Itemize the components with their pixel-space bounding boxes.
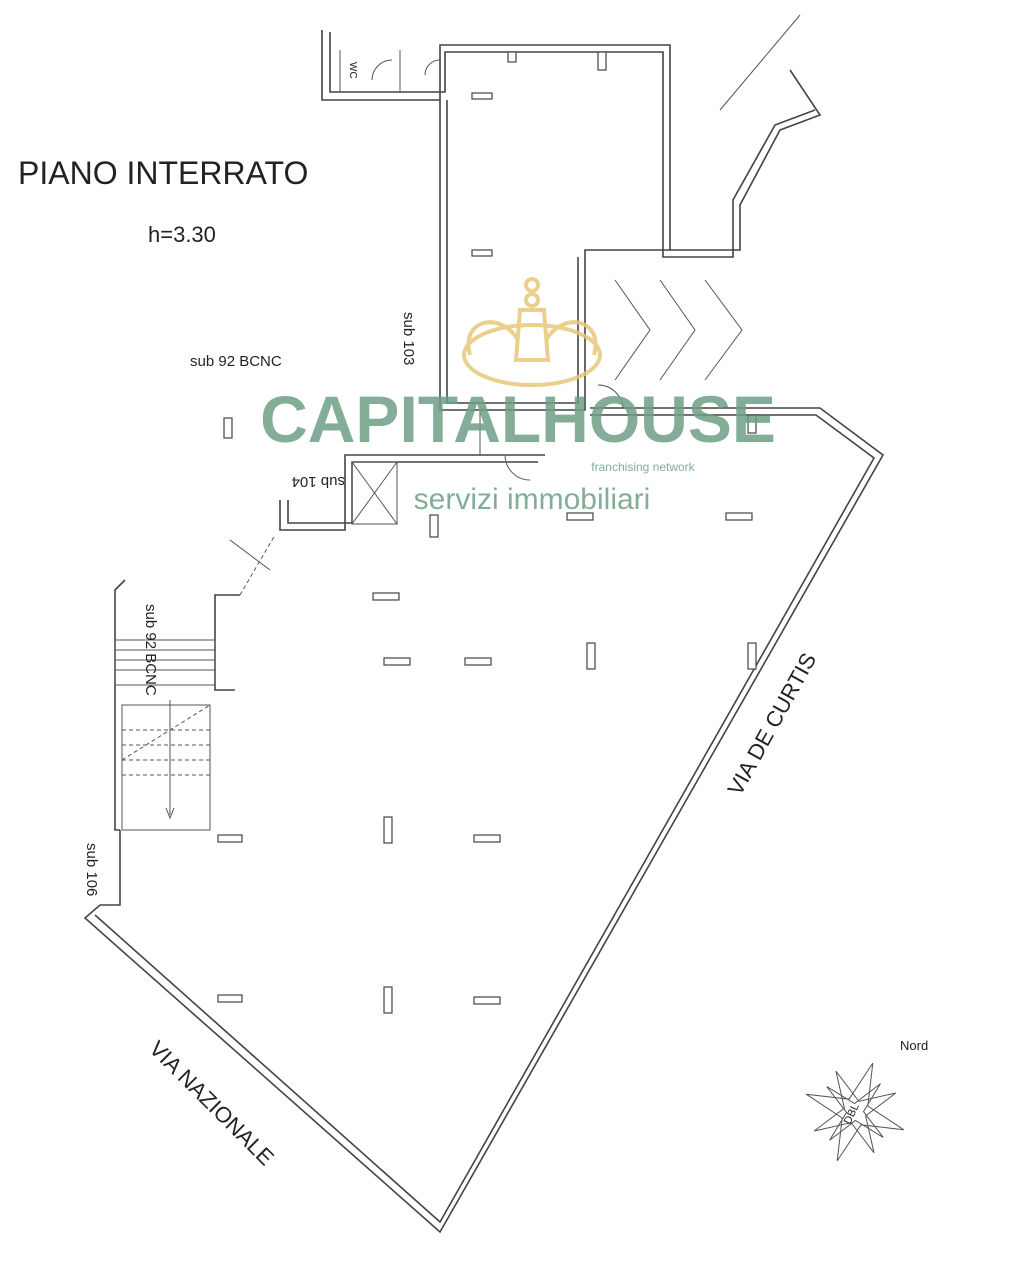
upper-room-walls — [321, 14, 822, 411]
plan-height: h=3.30 — [148, 222, 216, 247]
label-sub106: sub 106 — [83, 843, 100, 896]
watermark-subtitle: servizi immobiliari — [414, 483, 651, 516]
watermark-tagline: franchising network — [591, 460, 695, 474]
label-sub104: sub 104 — [292, 473, 345, 490]
street-via-nazionale: VIA NAZIONALE — [144, 1036, 278, 1170]
label-sub103: sub 103 — [400, 312, 417, 365]
plan-title: PIANO INTERRATO — [18, 155, 308, 191]
pillars — [217, 51, 757, 1014]
street-via-de-curtis: VIA DE CURTIS — [723, 649, 822, 800]
ramp-arrows — [597, 279, 743, 409]
watermark-brand: CAPITALHOUSE — [260, 382, 776, 456]
compass-north-label: Nord — [900, 1038, 928, 1053]
main-room-walls — [83, 407, 885, 1234]
compass-rose-icon — [805, 1062, 905, 1162]
crown-logo — [462, 277, 602, 387]
label-sub92-stairs: sub 92 BCNC — [142, 604, 159, 696]
label-sub92-top: sub 92 BCNC — [190, 353, 282, 370]
label-wc: WC — [347, 62, 358, 79]
